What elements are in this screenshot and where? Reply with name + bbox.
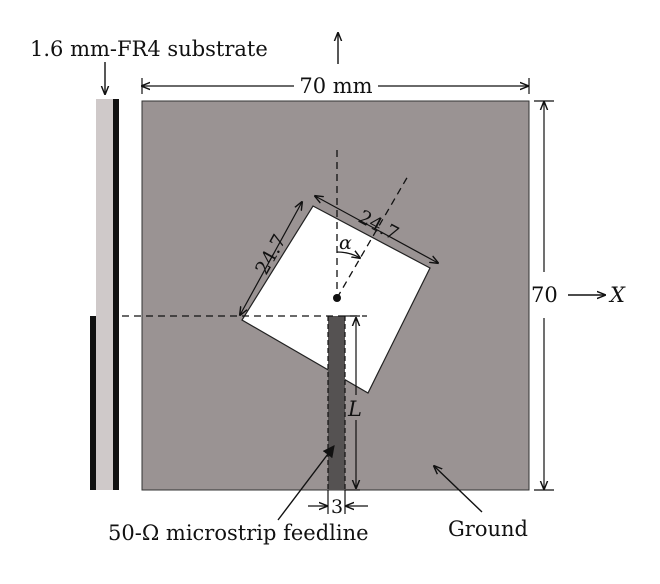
substrate-label: 1.6 mm-FR4 substrate: [30, 37, 268, 61]
feedline-pointer: [277, 445, 335, 521]
feed-length-label: L: [347, 397, 362, 421]
width-dimension-label: 70 mm: [299, 74, 372, 98]
x-axis-label: X: [608, 283, 626, 307]
ground-pointer: [434, 466, 483, 513]
microstrip-feedline: [328, 316, 345, 490]
substrate-side-view: [96, 99, 113, 490]
angle-label: α: [339, 232, 352, 254]
feed-width-label: 3: [331, 496, 343, 518]
patch-center-dot: [333, 294, 341, 302]
height-dimension-label: 70: [531, 283, 558, 307]
patch-layer-side: [113, 99, 119, 490]
ground-layer-side: [90, 316, 96, 490]
feedline-label: 50-Ω microstrip feedline: [108, 521, 369, 545]
ground-label: Ground: [448, 517, 528, 541]
